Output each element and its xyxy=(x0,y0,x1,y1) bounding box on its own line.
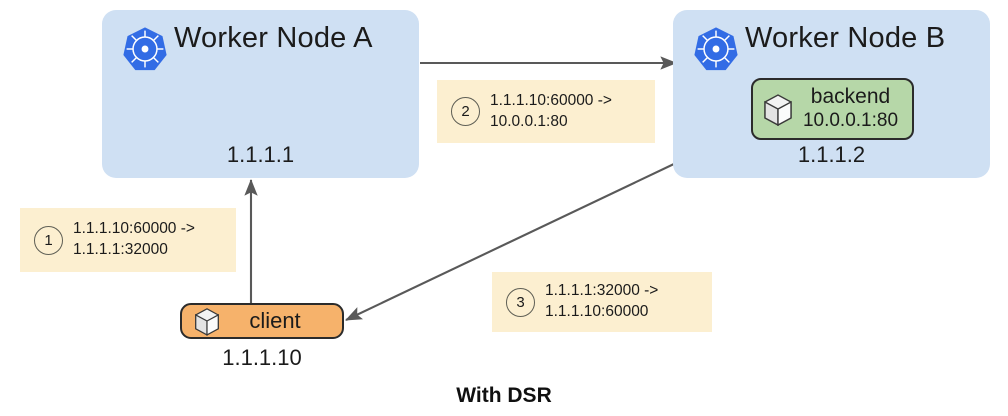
callout-2: 2 1.1.1.10:60000 -> 10.0.0.1:80 xyxy=(437,80,655,143)
client-label: client xyxy=(249,308,301,333)
client-box[interactable]: client xyxy=(180,303,344,339)
worker-node-a-title: Worker Node A xyxy=(174,22,373,54)
backend-pod[interactable]: backend 10.0.0.1:80 xyxy=(751,78,914,140)
backend-pod-name: backend xyxy=(810,85,891,109)
kubernetes-icon xyxy=(693,26,739,72)
callout-3-number: 3 xyxy=(506,287,535,317)
client-ip: 1.1.1.10 xyxy=(222,345,302,370)
worker-node-b[interactable]: Worker Node B backend 10.0.0.1:80 1.1.1.… xyxy=(673,10,990,178)
kubernetes-icon xyxy=(122,26,168,72)
callout-3-text: 1.1.1.1:32000 -> 1.1.1.10:60000 xyxy=(545,282,659,320)
backend-pod-ip: 10.0.0.1:80 xyxy=(802,110,899,132)
callout-2-number: 2 xyxy=(451,97,480,126)
cube-icon xyxy=(194,306,220,336)
diagram-caption: With DSR xyxy=(456,384,552,407)
callout-1: 1 1.1.1.10:60000 -> 1.1.1.1:32000 xyxy=(20,208,236,272)
worker-node-a[interactable]: Worker Node A 1.1.1.1 xyxy=(102,10,419,178)
backend-pod-text: backend 10.0.0.1:80 xyxy=(799,85,912,132)
callout-1-number: 1 xyxy=(34,225,63,255)
callout-1-text: 1.1.1.10:60000 -> 1.1.1.1:32000 xyxy=(73,220,195,258)
worker-node-b-ip: 1.1.1.2 xyxy=(797,142,866,167)
cube-icon xyxy=(763,92,793,127)
worker-node-a-ip: 1.1.1.1 xyxy=(226,142,295,167)
callout-2-text: 1.1.1.10:60000 -> 10.0.0.1:80 xyxy=(490,91,612,130)
worker-node-b-title: Worker Node B xyxy=(745,22,946,54)
callout-3: 3 1.1.1.1:32000 -> 1.1.1.10:60000 xyxy=(492,272,712,332)
